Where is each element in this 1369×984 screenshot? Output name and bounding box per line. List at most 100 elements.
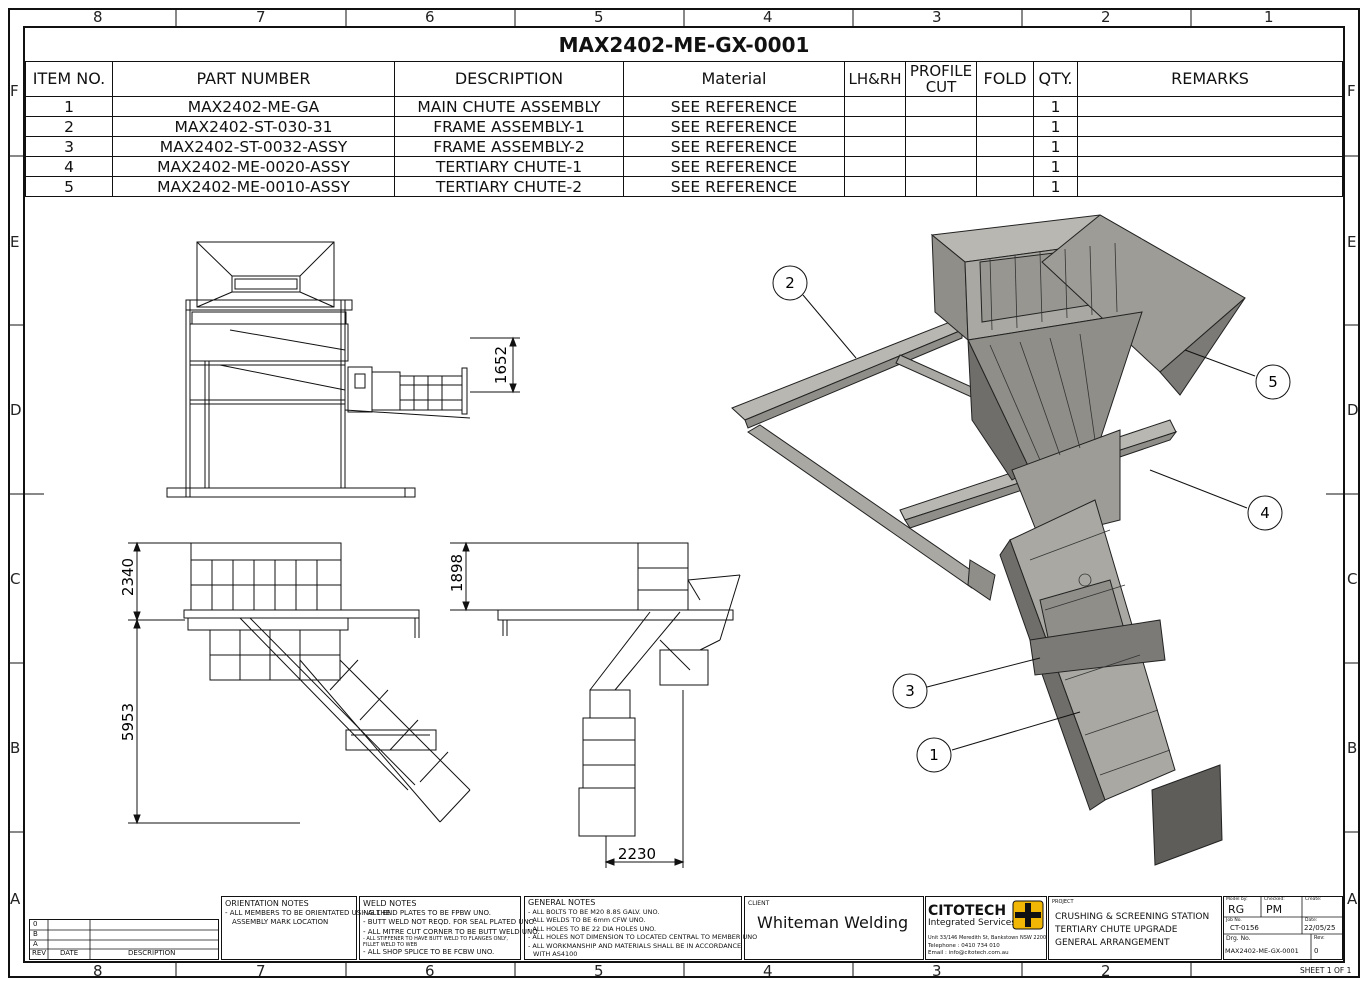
zone-label: 1	[1264, 8, 1274, 26]
bom-col-header: DESCRIPTION	[394, 61, 624, 97]
zone-label: A	[1347, 890, 1358, 908]
note-line: - ALL STIFFENER TO HAVE BUTT WELD TO FLA…	[363, 936, 508, 942]
zone-label: A	[10, 890, 21, 908]
description-header: DESCRIPTION	[128, 949, 176, 957]
drawing-date: 22/05/25	[1304, 924, 1336, 932]
date-header: DATE	[60, 949, 79, 957]
zone-label: E	[1347, 233, 1357, 251]
zone-label: 8	[93, 8, 103, 26]
bom-col-header: ITEM NO.	[25, 61, 113, 97]
checked-by: PM	[1266, 903, 1283, 916]
table-row: 1 MAX2402-ME-GA MAIN CHUTE ASSEMBLY SEE …	[25, 96, 1343, 117]
meta-label: Drg. No.	[1226, 935, 1251, 942]
rev-row: B	[33, 930, 38, 938]
bom-part: MAX2402-ME-0020-ASSY	[112, 156, 395, 177]
zone-label: 5	[594, 8, 604, 26]
company-subtitle: Integrated Services	[928, 918, 1016, 928]
note-line: ASSEMBLY MARK LOCATION	[232, 918, 329, 926]
zone-label: F	[10, 82, 19, 100]
general-notes-title: GENERAL NOTES	[528, 898, 596, 907]
note-line: - ALL BOLTS TO BE M20 8.8S GALV. UNO.	[528, 907, 660, 916]
revision-number: 0	[1314, 947, 1319, 955]
orientation-notes: ORIENTATION NOTES - ALL MEMBERS TO BE OR…	[221, 896, 391, 960]
zone-label: F	[1347, 82, 1356, 100]
rev-row: A	[33, 940, 38, 948]
note-line: - ALL HOLES TO BE 22 DIA HOLES UNO.	[528, 924, 657, 933]
note-line: - BUTT WELD NOT REQD. FOR SEAL PLATED UN…	[363, 918, 537, 926]
bom-col-header: LH&RH	[844, 61, 906, 97]
bom-item: 5	[25, 176, 113, 197]
zone-label: 3	[932, 8, 942, 26]
revision-grid	[30, 920, 218, 959]
dim-5953: 5953	[119, 703, 137, 741]
meta-label: Create:	[1305, 897, 1322, 902]
zone-label: 2	[1101, 8, 1111, 26]
sheet-number: SHEET 1 OF 1	[1300, 966, 1352, 975]
balloon-1: 1	[929, 746, 939, 764]
meta-label: Rev:	[1314, 935, 1325, 941]
note-line: - ALL MITRE CUT CORNER TO BE BUTT WELD U…	[363, 927, 540, 936]
rev-row: 0	[33, 920, 38, 928]
zone-label: B	[1347, 739, 1358, 757]
note-line: - ALL HOLES NOT DIMENSION TO LOCATED CEN…	[528, 933, 758, 941]
company-name: CITOTECH	[928, 903, 1007, 919]
zone-label: 2	[1101, 962, 1111, 980]
zone-label: 6	[425, 8, 435, 26]
company-logo-icon	[1012, 900, 1044, 930]
bom-col-header: FOLD	[976, 61, 1034, 97]
project-block: PROJECT CRUSHING & SCREENING STATION TER…	[1048, 896, 1222, 960]
table-row: 5 MAX2402-ME-0010-ASSY TERTIARY CHUTE-2 …	[25, 176, 1343, 197]
revision-table: 0 B A REV DATE DESCRIPTION	[29, 919, 219, 960]
dim-1898: 1898	[448, 554, 466, 592]
zone-label: 4	[763, 8, 773, 26]
bom-col-header: REMARKS	[1077, 61, 1343, 97]
project-line: GENERAL ARRANGEMENT	[1055, 938, 1170, 948]
zone-label: 6	[425, 962, 435, 980]
weld-notes: WELD NOTES - ALL END PLATES TO BE FPBW U…	[359, 896, 540, 960]
zone-label: E	[10, 233, 20, 251]
project-label: PROJECT	[1052, 899, 1074, 905]
bom-desc: FRAME ASSEMBLY-2	[394, 136, 624, 157]
drawing-title: MAX2402-ME-GX-0001	[25, 28, 1343, 62]
model-by: RG	[1228, 903, 1245, 916]
note-line: FILLET WELD TO WEB	[363, 942, 418, 948]
rev-header: REV	[32, 949, 47, 957]
orientation-notes-title: ORIENTATION NOTES	[225, 899, 309, 908]
project-line: CRUSHING & SCREENING STATION	[1055, 912, 1210, 922]
bom-col-header: PROFILE CUT	[905, 61, 977, 97]
bom-part: MAX2402-ME-0010-ASSY	[112, 176, 395, 197]
zone-label: D	[10, 401, 22, 419]
table-row: 3 MAX2402-ST-0032-ASSY FRAME ASSEMBLY-2 …	[25, 136, 1343, 157]
zone-label: 4	[763, 962, 773, 980]
job-number: CT-0156	[1230, 924, 1259, 932]
balloon-4: 4	[1260, 504, 1270, 522]
zone-label: 8	[93, 962, 103, 980]
meta-label: Checked:	[1264, 897, 1285, 902]
client-block: CLIENT Whiteman Welding	[744, 896, 924, 960]
table-row: 4 MAX2402-ME-0020-ASSY TERTIARY CHUTE-1 …	[25, 156, 1343, 177]
dim-2340: 2340	[119, 558, 137, 596]
zone-label: C	[10, 570, 21, 588]
bom-desc: TERTIARY CHUTE-1	[394, 156, 624, 177]
company-block: CITOTECH Integrated Services Unit 33/146…	[925, 896, 1047, 960]
note-line: - ALL MEMBERS TO BE ORIENTATED USING THE	[225, 908, 391, 917]
bom-col-header: QTY.	[1033, 61, 1078, 97]
meta-label: Model by:	[1226, 897, 1248, 902]
note-line: - ALL WORKMANSHIP AND MATERIALS SHALL BE…	[528, 941, 742, 950]
note-line: WITH AS4100	[533, 950, 578, 958]
client-name: Whiteman Welding	[757, 913, 909, 932]
bill-of-materials: MAX2402-ME-GX-0001 ITEM NO. PART NUMBER …	[25, 28, 1343, 197]
company-address: Unit 33/146 Meredith St, Bankstown NSW 2…	[928, 935, 1047, 941]
balloon-5: 5	[1268, 373, 1278, 391]
weld-notes-title: WELD NOTES	[363, 899, 417, 908]
bom-desc: TERTIARY CHUTE-2	[394, 176, 624, 197]
side-elevation	[128, 541, 471, 825]
balloon-2: 2	[785, 274, 795, 292]
bom-header-row: ITEM NO. PART NUMBER DESCRIPTION Materia…	[25, 61, 1343, 97]
zone-label: 5	[594, 962, 604, 980]
drawing-number: MAX2402-ME-GX-0001	[1225, 947, 1299, 955]
bom-material: SEE REFERENCE	[623, 96, 845, 117]
